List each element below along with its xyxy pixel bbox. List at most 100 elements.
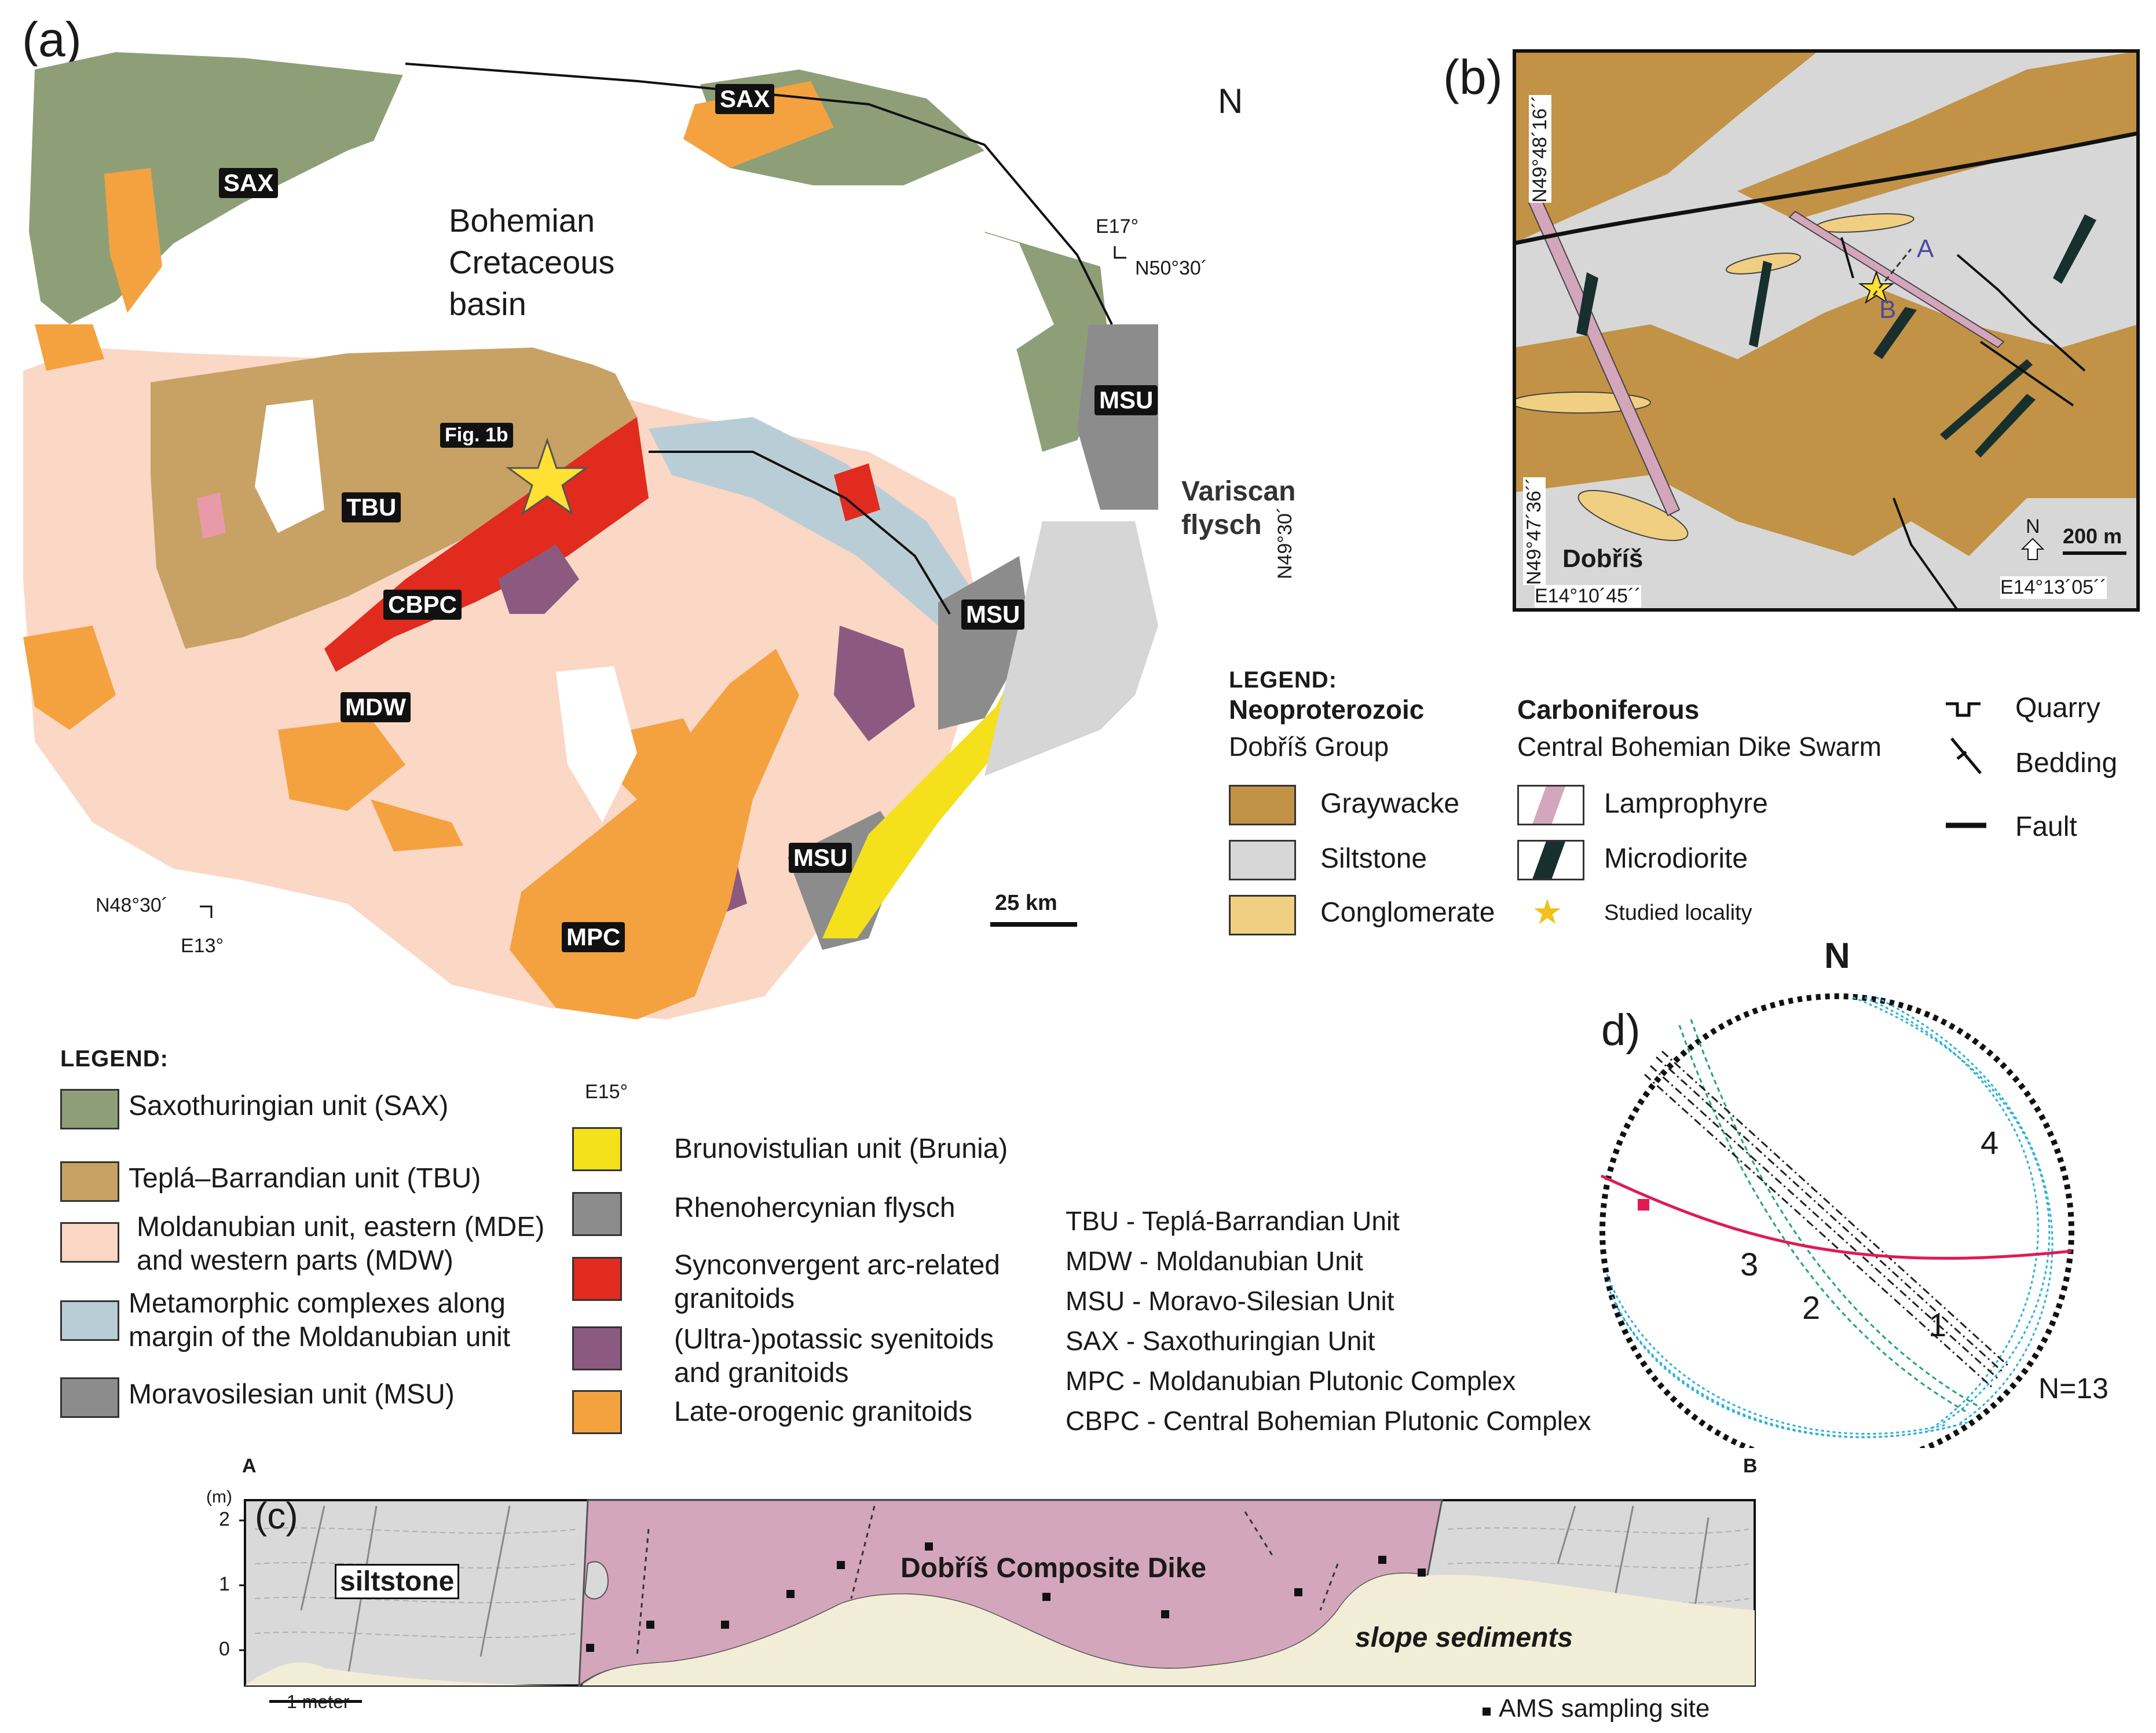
legend-b-neo: Neoproterozoic xyxy=(1229,694,1425,725)
panel-label-a: (a) xyxy=(22,12,82,67)
legend-swatch-tbu xyxy=(60,1161,119,1202)
section-ytick-2: 2 xyxy=(219,1508,230,1530)
north-b-label: N xyxy=(2026,515,2040,538)
legend-swatch-microdiorite xyxy=(1517,840,1584,880)
slope-label: slope sediments xyxy=(1355,1622,1573,1653)
section-scale-label: 1 meter xyxy=(287,1691,350,1712)
legend-swatch-siltstone xyxy=(1229,840,1296,880)
legend-item-tbu: Teplá–Barrandian unit (TBU) xyxy=(129,1163,481,1194)
legend-swatch-arc xyxy=(572,1257,622,1301)
scale-b-label: 200 m xyxy=(2063,524,2122,548)
stereonet-n-count: N=13 xyxy=(2038,1372,2109,1405)
stereonet-group-2: 2 xyxy=(1802,1289,1821,1326)
label-mpc: MPC xyxy=(562,922,625,952)
legend-swatch-meta xyxy=(60,1300,119,1341)
legend-item-late: Late-orogenic granitoids xyxy=(674,1396,972,1427)
label-tbu: TBU xyxy=(342,492,401,522)
coord-e15: E15° xyxy=(585,1081,628,1103)
section-a-label: A xyxy=(242,1455,257,1477)
coord-b-n4736: N49°47´36´´ xyxy=(1523,477,1546,585)
coord-b-n4816: N49°48´16´´ xyxy=(1529,95,1551,203)
legend-swatch-msu xyxy=(60,1377,119,1418)
label-msu-1: MSU xyxy=(1095,385,1158,415)
brunia-area xyxy=(822,614,1054,938)
stereonet-group-4: 4 xyxy=(1981,1124,1999,1161)
legend-item-meta: Metamorphic complexes along margin of th… xyxy=(129,1288,511,1352)
legend-item-bedding: Bedding xyxy=(2015,748,2118,778)
studied-star-icon xyxy=(506,437,589,515)
legend-item-graywacke: Graywacke xyxy=(1320,788,1460,819)
legend-item-conglomerate: Conglomerate xyxy=(1320,897,1495,928)
quarry-icon xyxy=(1946,702,1981,717)
legend-item-fault: Fault xyxy=(2015,811,2077,842)
label-mdw: MDW xyxy=(341,692,411,722)
abbrev-cbpc: CBPC - Central Bohemian Plutonic Complex xyxy=(1066,1406,1591,1436)
label-fig1b: Fig. 1b xyxy=(440,423,513,448)
legend-item-rheno: Rhenohercynian flysch xyxy=(674,1193,956,1223)
abbrev-mdw: MDW - Moldanubian Unit xyxy=(1066,1246,1363,1276)
coord-e13: E13° xyxy=(181,935,224,957)
label-sax-2: SAX xyxy=(219,168,279,198)
abbrev-tbu: TBU - Teplá-Barrandian Unit xyxy=(1066,1206,1400,1236)
legend-a-title: LEGEND: xyxy=(60,1046,169,1072)
legend-b-title: LEGEND: xyxy=(1229,667,1337,693)
legend-b-neo-sub: Dobříš Group xyxy=(1229,732,1389,762)
coord-n4830: N48°30´ xyxy=(96,894,169,916)
legend-item-sax: Saxothuringian unit (SAX) xyxy=(129,1091,449,1121)
legend-item-syenitoid: (Ultra-)potassic syenitoids and granitoi… xyxy=(674,1324,994,1388)
north-label: N xyxy=(1218,82,1243,120)
abbrev-mpc: MPC - Moldanubian Plutonic Complex xyxy=(1066,1366,1516,1396)
legend-item-studied: Studied locality xyxy=(1604,901,1752,925)
legend-swatch-syenitoid xyxy=(572,1326,622,1370)
legend-swatch-lamprophyre xyxy=(1517,785,1584,825)
legend-swatch-brunia xyxy=(572,1127,622,1171)
stereonet-group-3: 3 xyxy=(1740,1246,1759,1282)
label-msu-2: MSU xyxy=(961,599,1025,630)
coord-n4930: N49°30´ xyxy=(1274,506,1296,579)
msu-area xyxy=(1077,324,1158,510)
legend-item-mol: Moldanubian unit, eastern (MDE) and west… xyxy=(137,1212,545,1276)
point-a-label: A xyxy=(1917,235,1934,263)
legend-item-microdiorite: Microdiorite xyxy=(1604,843,1748,874)
legend-b-carb: Carboniferous xyxy=(1517,694,1700,725)
panel-label-b: (b) xyxy=(1443,50,1503,104)
legend-swatch-conglomerate xyxy=(1229,895,1296,935)
ams-legend-label: AMS sampling site xyxy=(1499,1694,1710,1723)
coord-b-e1305: E14°13´05´´ xyxy=(2000,576,2107,599)
coord-b-e1045: E14°10´45´´ xyxy=(1535,585,1641,608)
dike-label: Dobříš Composite Dike xyxy=(901,1553,1207,1584)
legend-swatch-sax xyxy=(60,1089,119,1129)
flysch-label: Variscan flysch xyxy=(1181,476,1296,540)
siltstone-label: siltstone xyxy=(335,1564,460,1599)
legend-item-arc: Synconvergent arc-related granitoids xyxy=(674,1250,1000,1314)
scale-bar-label: 25 km xyxy=(995,891,1057,915)
legend-item-msu: Moravosilesian unit (MSU) xyxy=(129,1379,455,1410)
north-arrow-b-icon xyxy=(2020,538,2045,560)
point-b-label: B xyxy=(1879,295,1897,324)
abbreviation-list: TBU - Teplá-Barrandian Unit MDW - Moldan… xyxy=(1066,1201,1591,1441)
legend-b-carb-sub: Central Bohemian Dike Swarm xyxy=(1517,732,1882,762)
label-sax-1: SAX xyxy=(715,84,775,114)
legend-item-lamprophyre: Lamprophyre xyxy=(1604,788,1768,819)
map-a xyxy=(23,52,1158,1019)
label-msu-3: MSU xyxy=(789,843,852,873)
legend-item-brunia: Brunovistulian unit (Brunia) xyxy=(674,1134,1008,1164)
legend-swatch-rheno xyxy=(572,1192,622,1236)
legend-item-siltstone: Siltstone xyxy=(1320,843,1427,874)
legend-swatch-mol xyxy=(60,1222,119,1263)
legend-swatch-graywacke xyxy=(1229,785,1296,825)
section-b-label: B xyxy=(1743,1455,1758,1477)
star-legend-icon: ★ xyxy=(1532,893,1563,931)
stereonet-north: N xyxy=(1824,936,1850,976)
legend-swatch-late xyxy=(572,1390,622,1434)
section-ytick-0: 0 xyxy=(219,1638,230,1660)
panel-label-d: d) xyxy=(1601,1006,1641,1055)
stereonet-group-1: 1 xyxy=(1928,1307,1947,1343)
abbrev-msu: MSU - Moravo-Silesian Unit xyxy=(1066,1286,1394,1316)
section-unit: (m) xyxy=(206,1487,232,1507)
town-dobris: Dobříš xyxy=(1562,544,1643,573)
coord-n5030: N50°30´ xyxy=(1135,257,1208,279)
legend-item-quarry: Quarry xyxy=(2015,693,2100,723)
coord-e17: E17° xyxy=(1096,215,1139,237)
label-cbpc: CBPC xyxy=(383,590,462,620)
